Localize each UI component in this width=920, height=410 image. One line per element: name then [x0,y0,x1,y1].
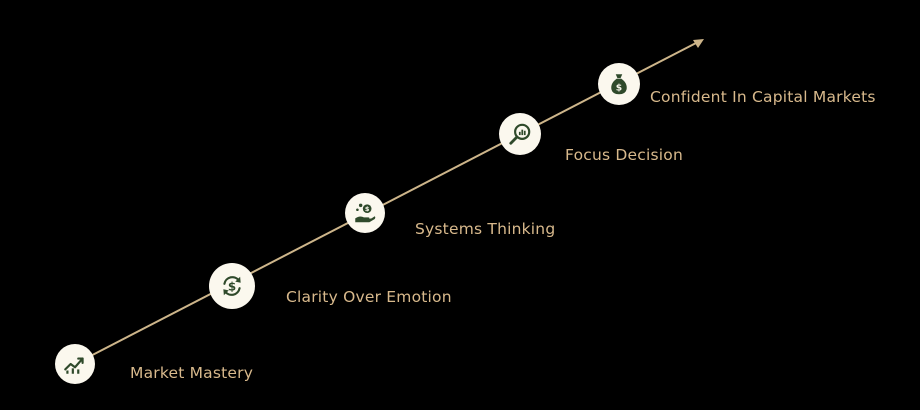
step-3-node: $ [345,193,385,233]
step-5-label: Confident In Capital Markets [650,88,876,106]
trend-chart-icon [64,357,84,374]
step-4-node [499,113,541,155]
diagonal-path-line [74,41,699,365]
magnifier-chart-icon [509,123,531,145]
dollar-cycle-icon: $ [223,276,241,296]
arrow-head-icon [693,39,704,48]
svg-text:$: $ [365,205,370,213]
svg-text:$: $ [616,83,622,94]
step-4-label: Focus Decision [565,146,683,164]
step-2-node: $ [209,263,255,309]
step-5-node: $ [598,63,640,105]
money-bag-icon: $ [611,74,627,95]
step-2-label: Clarity Over Emotion [286,288,452,306]
step-1-label: Market Mastery [130,364,254,382]
svg-text:$: $ [228,280,236,294]
step-1-node [55,344,95,384]
hand-coins-icon: $ [355,203,376,223]
step-3-label: Systems Thinking [415,220,556,238]
